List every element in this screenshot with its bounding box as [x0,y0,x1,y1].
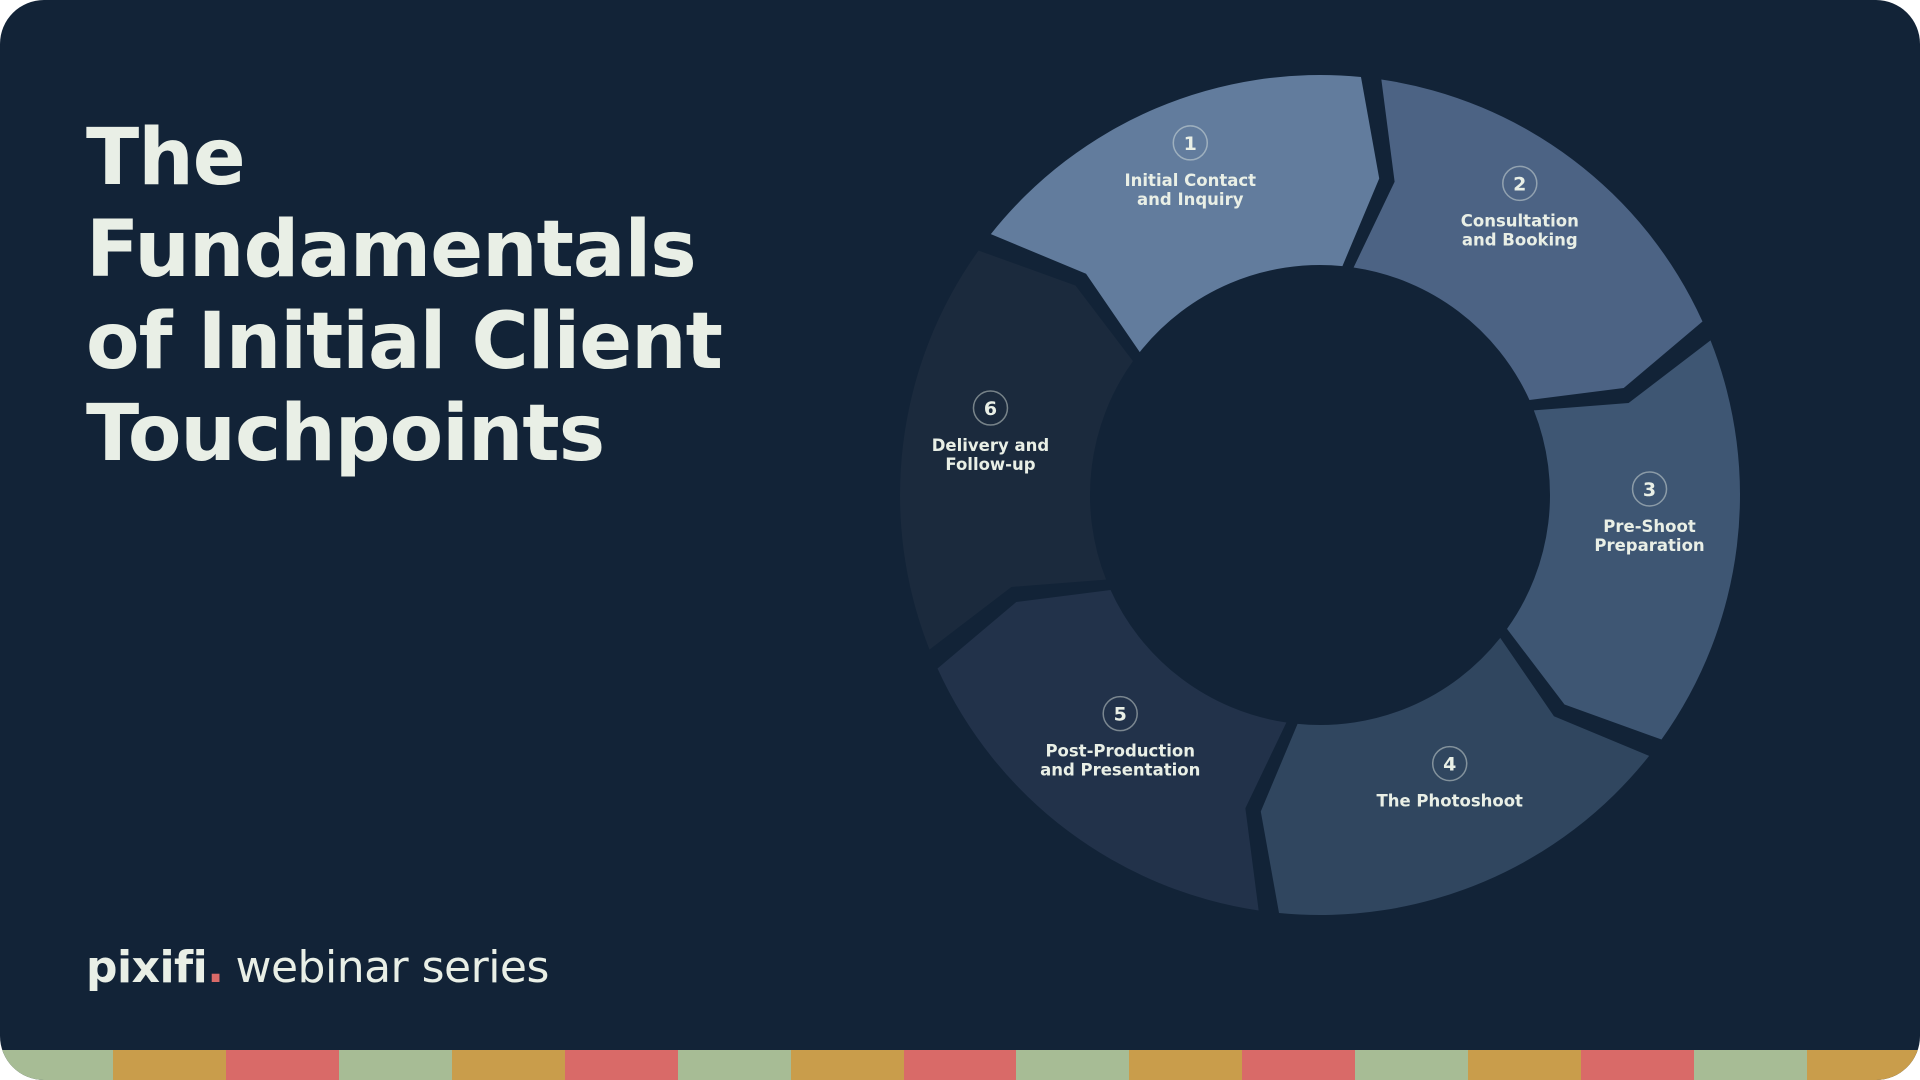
step-number-badge [1502,165,1538,202]
step-number-badge [972,390,1009,426]
color-stripe [1581,1050,1695,1080]
cycle-segment [937,590,1287,911]
brand-logo-word: pixifi [86,942,208,993]
color-stripe [1807,1050,1920,1080]
step-number-badge [1631,471,1668,507]
step-label: and Presentation [1040,761,1200,780]
color-stripe [790,1050,904,1080]
color-stripe [0,1050,113,1080]
color-stripe [1242,1050,1356,1080]
color-stripe-bar [0,1050,1920,1080]
color-stripe [451,1050,565,1080]
color-stripe [903,1050,1017,1080]
step-number: 4 [1443,754,1456,776]
brand-logo: pixifi.webinar series [86,942,549,1002]
color-stripe [1129,1050,1243,1080]
step-label: The Photoshoot [1376,792,1523,811]
cycle-segment [1353,79,1703,400]
step-label: Post-Production [1045,742,1195,761]
brand-series-label: webinar series [235,942,549,993]
cycle-segment [899,250,1133,650]
step-number-badge [1102,695,1138,732]
title-line: Touchpoints [86,389,605,479]
brand-logo-dot: . [207,942,224,993]
step-number: 5 [1114,704,1127,726]
cycle-segment [1507,340,1741,740]
color-stripe [677,1050,791,1080]
step-number: 6 [984,398,997,420]
step-label: Initial Contact [1125,171,1257,190]
step-label: Pre-Shoot [1603,517,1696,536]
color-stripe [1468,1050,1582,1080]
step-number-badge [1431,745,1468,782]
color-stripe [338,1050,452,1080]
step-label: Delivery and [932,436,1049,455]
step-number: 2 [1513,173,1526,195]
step-label: Follow-up [945,455,1035,474]
slide-title: The Fundamentals of Initial Client Touch… [86,112,806,480]
cycle-segment [1260,637,1650,916]
title-line: Fundamentals [86,205,697,295]
color-stripe [1694,1050,1807,1080]
step-label: and Booking [1462,230,1578,249]
color-stripe [225,1050,339,1080]
step-label: and Inquiry [1137,190,1244,209]
step-label: Preparation [1594,536,1704,555]
step-number-badge [1172,125,1209,161]
title-line: The [86,113,246,203]
step-label: Consultation [1461,211,1579,230]
title-line: of Initial Client [86,297,723,387]
color-stripe [1016,1050,1130,1080]
cycle-segment [990,74,1380,353]
step-number: 3 [1643,479,1656,501]
color-stripe [112,1050,226,1080]
color-stripe [564,1050,678,1080]
color-stripe [1355,1050,1469,1080]
step-number: 1 [1184,133,1197,155]
